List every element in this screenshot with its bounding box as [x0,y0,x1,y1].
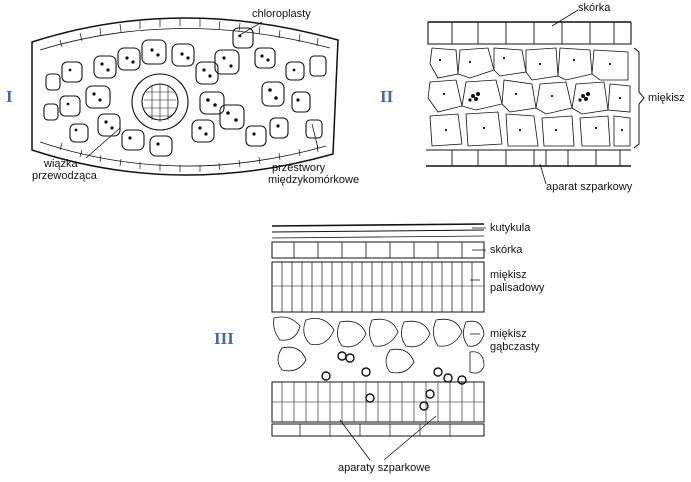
label-stomata-3: aparaty szparkowe [338,462,430,474]
label-stoma: aparat szparkowy [546,181,632,193]
label-spongy-line1: miękisz [490,328,527,340]
label-cuticle: kutykula [490,222,530,234]
label-mesophyll: miękisz [648,92,685,104]
label-intercellular-spaces-line1: przestwory [272,162,325,174]
panel-3-numeral: III [214,329,234,349]
label-palisade-line1: miękisz [490,269,527,281]
panel-1-drawing [32,18,338,175]
label-intercellular-spaces-line2: międzykomórkowe [268,174,359,186]
label-palisade-line2: palisadowy [490,282,544,294]
panel-2-numeral: II [380,87,393,107]
panel-3-drawing [272,224,486,460]
label-vascular-bundle-line2: przewodząca [32,170,97,182]
label-epidermis-3: skórka [490,244,522,256]
panel-1-numeral: I [6,87,13,107]
label-chloroplasts: chloroplasty [252,8,311,20]
label-vascular-bundle-line1: wiązka [44,158,78,170]
label-epidermis: skórka [578,2,610,14]
label-spongy-line2: gąbczasty [490,341,540,353]
panel-2-drawing [426,10,644,184]
